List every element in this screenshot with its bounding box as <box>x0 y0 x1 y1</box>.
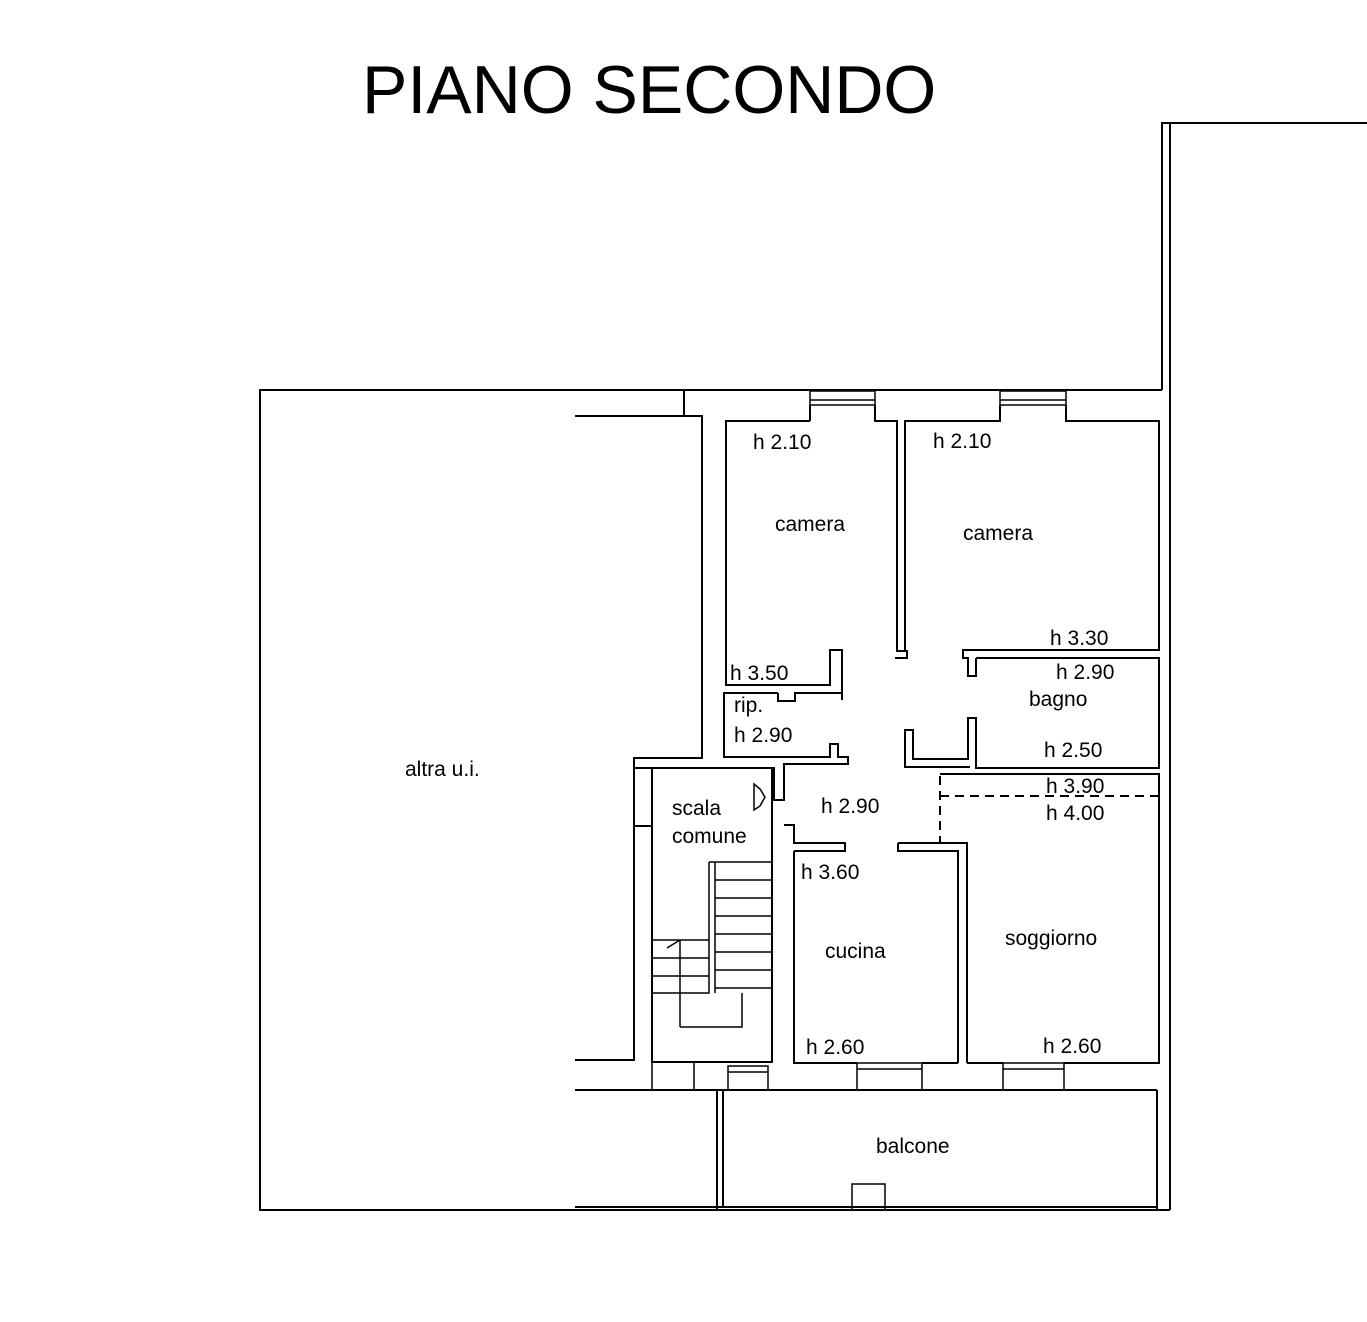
room-label-camera-left: camera <box>775 513 845 536</box>
room-camera-right <box>904 390 1160 677</box>
height-cucina-top: h 3.60 <box>801 861 859 884</box>
height-disimpegno: h 2.90 <box>821 795 879 818</box>
height-cucina-bottom: h 2.60 <box>806 1036 864 1059</box>
plan-title: PIANO SECONDO <box>362 52 936 128</box>
room-scala-comune <box>634 768 773 1091</box>
height-camera-left-bottom: h 3.50 <box>730 662 788 685</box>
room-label-scala: scala <box>672 797 721 820</box>
room-label-rip: rip. <box>734 694 763 717</box>
window-scala <box>727 1065 769 1091</box>
room-ripostiglio <box>634 692 849 801</box>
height-rip: h 2.90 <box>734 724 792 747</box>
room-cucina <box>793 851 958 1091</box>
height-soggiorno-top-1: h 3.90 <box>1046 775 1104 798</box>
room-bagno <box>904 657 1160 769</box>
height-soggiorno-bottom: h 2.60 <box>1043 1035 1101 1058</box>
height-camera-right-top: h 2.10 <box>933 430 991 453</box>
window-soggiorno <box>1002 1062 1065 1091</box>
room-label-soggiorno: soggiorno <box>1005 927 1097 950</box>
room-label-comune: comune <box>672 825 747 848</box>
height-soggiorno-top-2: h 4.00 <box>1046 802 1104 825</box>
height-camera-left-top: h 2.10 <box>753 431 811 454</box>
stair-direction-arrow-icon <box>753 782 766 812</box>
height-camera-right-bottom: h 3.30 <box>1050 627 1108 650</box>
window-camera-right <box>999 390 1067 406</box>
room-label-bagno: bagno <box>1029 688 1087 711</box>
room-disimpegno <box>784 776 968 1063</box>
height-bagno-bottom: h 2.50 <box>1044 739 1102 762</box>
room-soggiorno <box>940 773 1160 1091</box>
height-bagno-top: h 2.90 <box>1056 661 1114 684</box>
room-label-balcone: balcone <box>876 1135 950 1158</box>
window-camera-left <box>809 390 876 406</box>
window-cucina <box>856 1062 923 1091</box>
room-balcone <box>716 1090 1158 1211</box>
room-camera-left <box>725 390 908 700</box>
room-label-cucina: cucina <box>825 940 886 963</box>
balcone-drain <box>851 1183 886 1211</box>
neighbour-building <box>1161 122 1367 1210</box>
room-label-camera-right: camera <box>963 522 1033 545</box>
room-label-altra-ui: altra u.i. <box>405 758 480 781</box>
